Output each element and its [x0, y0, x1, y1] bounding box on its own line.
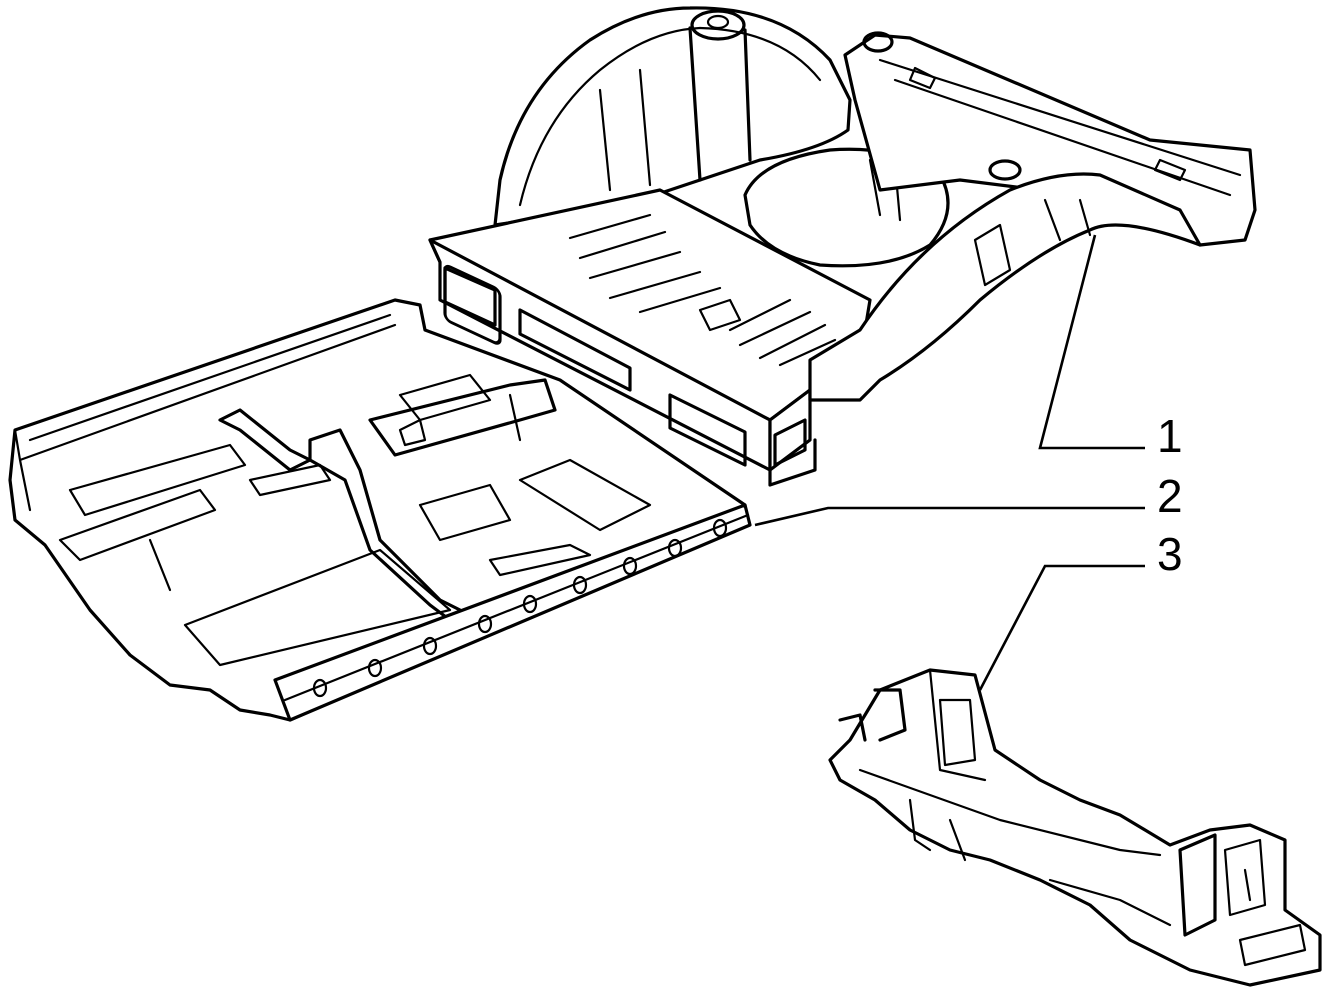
rear-underbody-section — [428, 6, 1257, 487]
leader-line-2 — [754, 506, 1145, 527]
callout-3: 3 — [978, 528, 1183, 691]
callout-label-1: 1 — [1157, 410, 1183, 462]
callout-2: 2 — [754, 470, 1183, 527]
leader-line-3 — [978, 564, 1145, 691]
callout-label-3: 3 — [1157, 528, 1183, 580]
front-floor-panel — [8, 298, 752, 722]
leader-line-1 — [1038, 234, 1145, 450]
callout-label-2: 2 — [1157, 470, 1183, 522]
rear-crossmember-bracket — [828, 668, 1322, 987]
callout-1: 1 — [1038, 234, 1183, 462]
